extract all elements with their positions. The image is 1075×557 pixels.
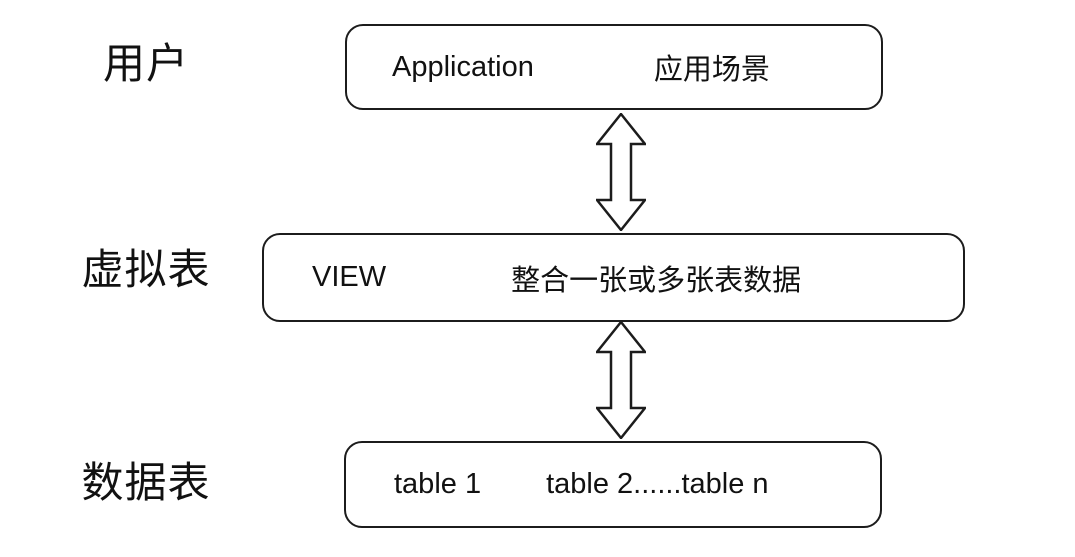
row-label-user: 用户 — [102, 40, 189, 87]
tables-box: table 1 table 2......table n — [344, 441, 882, 528]
application-box-left-text: Application — [392, 50, 534, 83]
row-label-virtual-table: 虚拟表 — [81, 246, 211, 293]
bidirectional-arrow-icon — [596, 321, 646, 439]
tables-box-right-text: table 2......table n — [546, 468, 769, 500]
view-box: VIEW 整合一张或多张表数据 — [262, 233, 965, 322]
view-box-left-text: VIEW — [312, 261, 387, 293]
bidirectional-arrow-icon — [596, 113, 646, 231]
row-label-data-table: 数据表 — [81, 459, 211, 506]
tables-box-left-text: table 1 — [394, 468, 482, 500]
application-box-right-text: 应用场景 — [653, 54, 770, 86]
application-box: Application 应用场景 — [345, 24, 883, 110]
view-box-right-text: 整合一张或多张表数据 — [511, 264, 802, 297]
